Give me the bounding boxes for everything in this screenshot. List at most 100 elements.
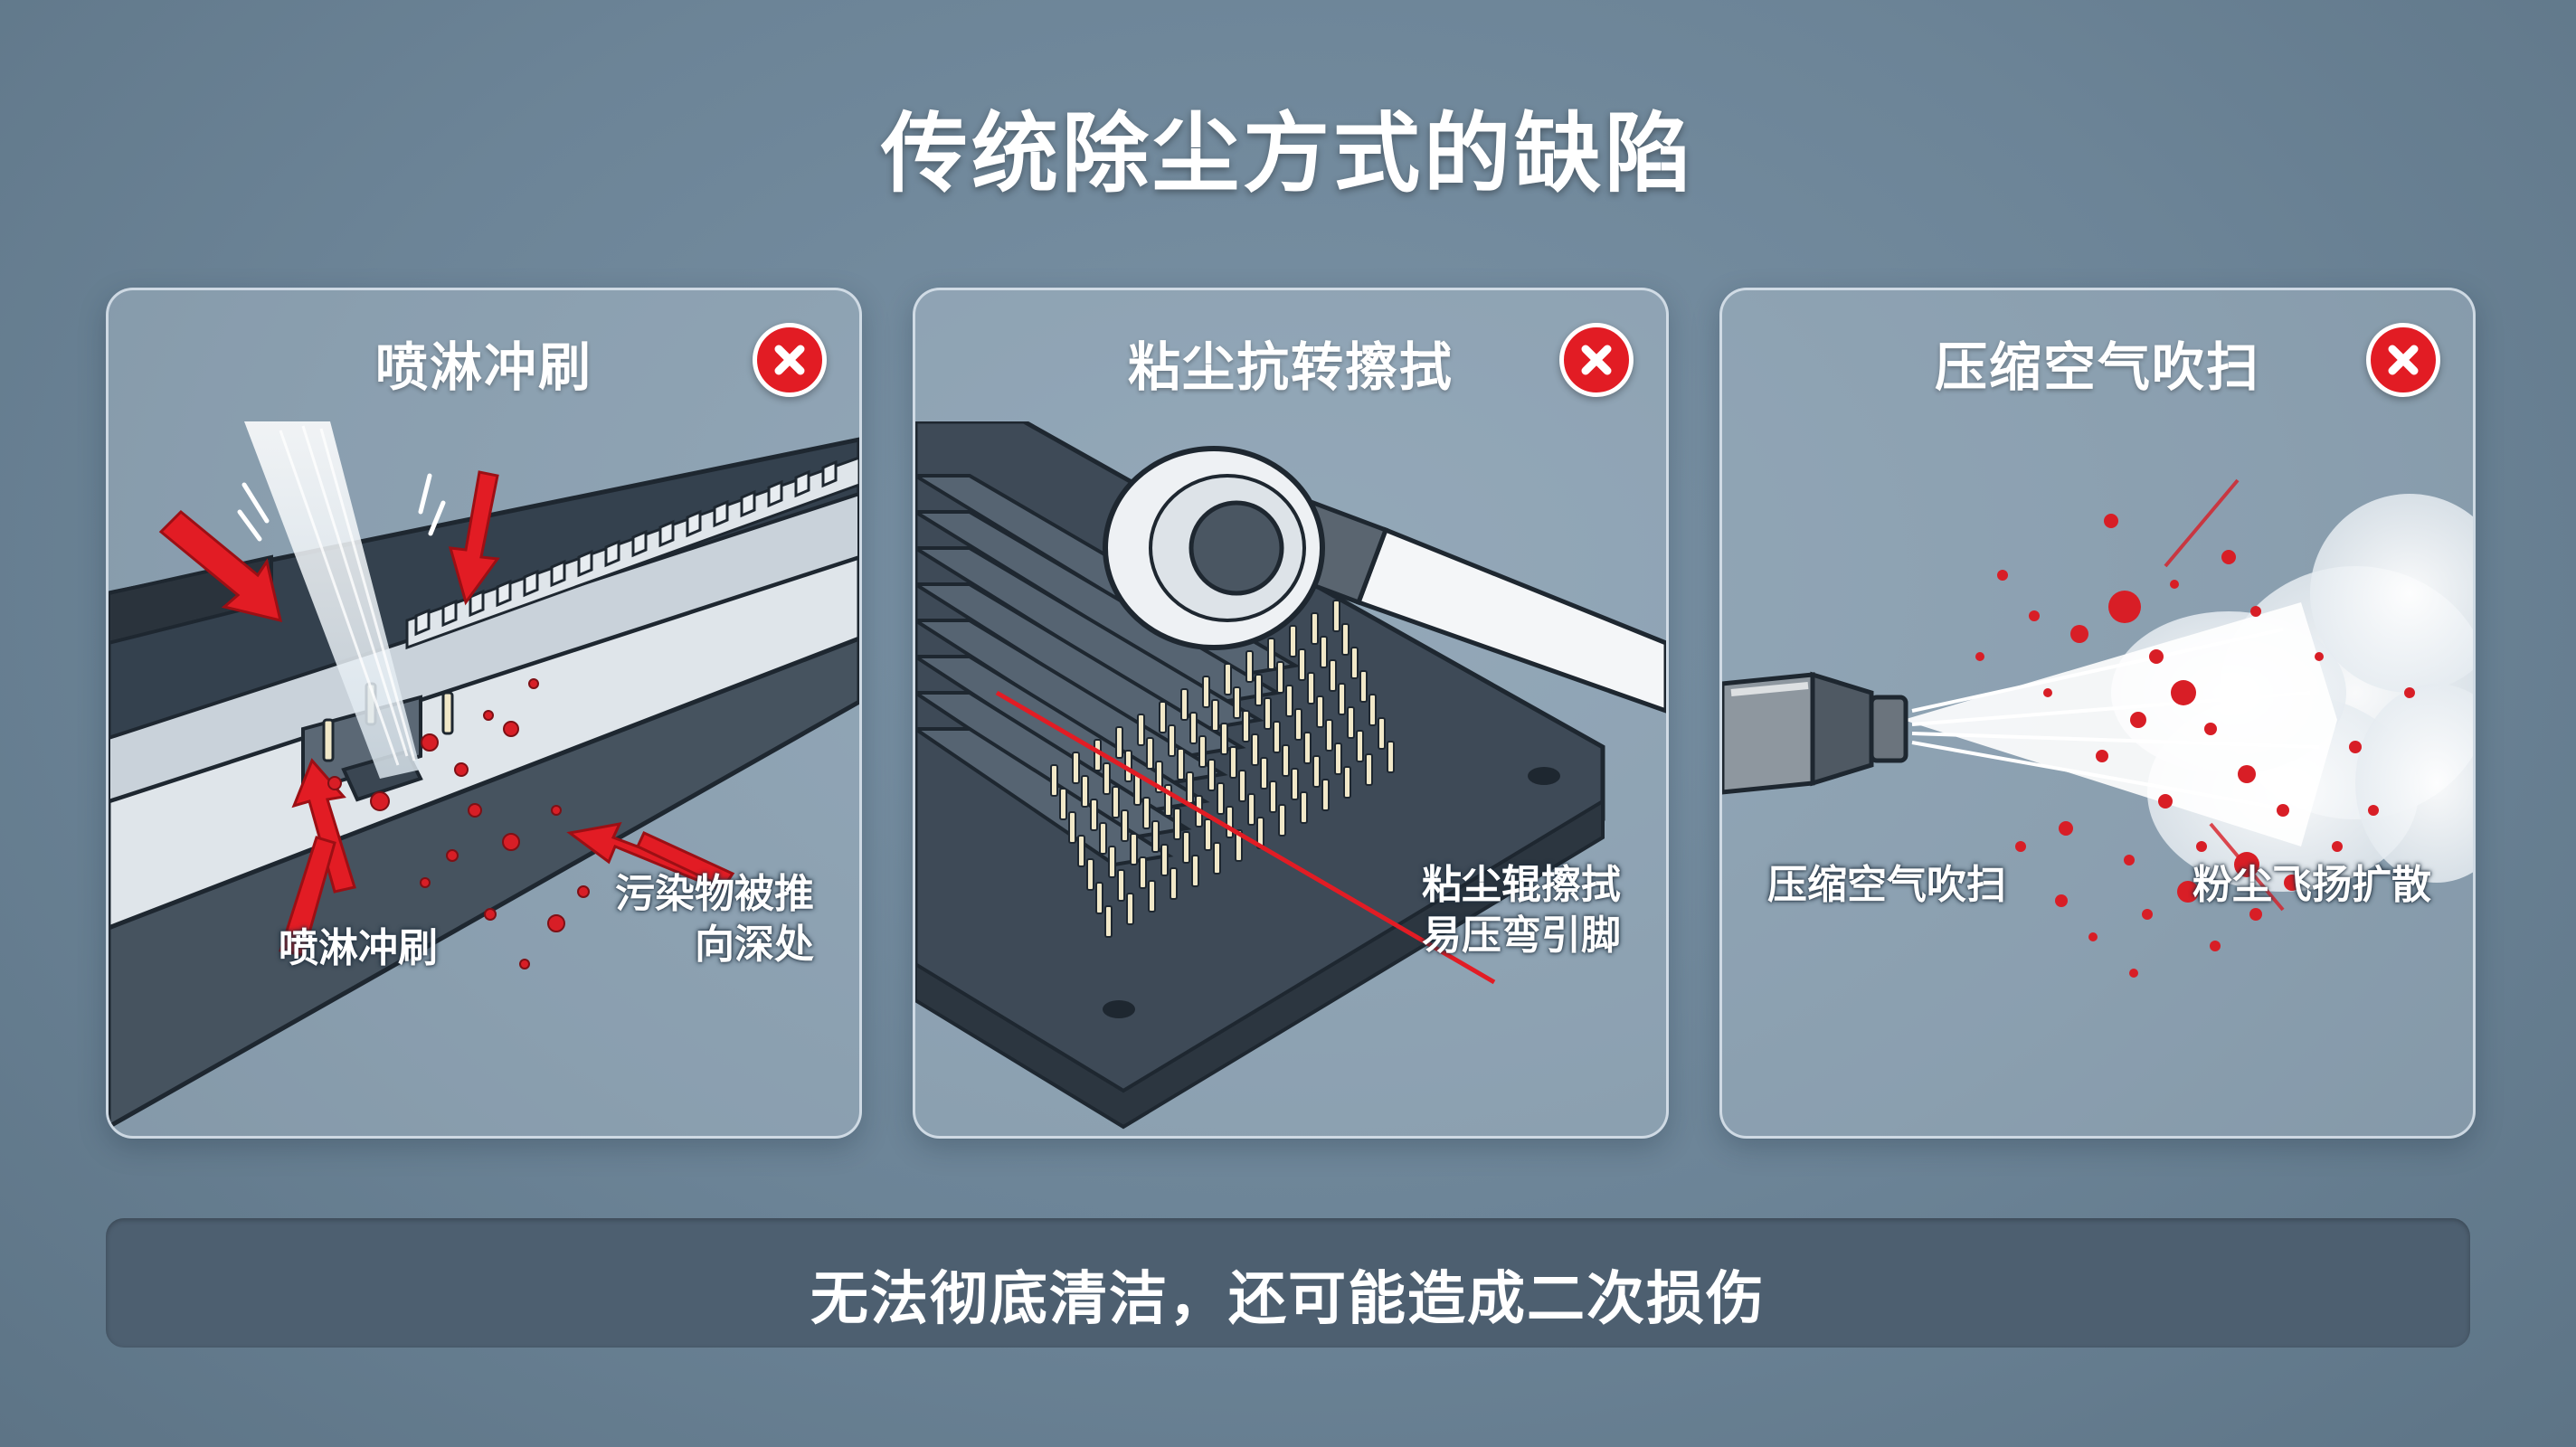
- rail-teeth: [405, 456, 859, 650]
- pin: [1278, 804, 1286, 837]
- pin: [1273, 721, 1281, 753]
- pin: [1148, 880, 1156, 913]
- pin: [1291, 768, 1299, 800]
- conclusion-text: 无法彻底清洁，还可能造成二次损伤: [810, 1266, 1766, 1333]
- pin: [1173, 808, 1181, 840]
- pin: [1245, 650, 1254, 683]
- pin: [1343, 766, 1351, 799]
- pin: [1289, 625, 1297, 657]
- pin: [1341, 623, 1350, 656]
- pin: [1090, 799, 1098, 831]
- pin: [1146, 737, 1154, 770]
- pin: [1108, 846, 1116, 878]
- pin: [1059, 788, 1067, 820]
- pin: [1350, 647, 1359, 679]
- caption-dust-spreads: 粉尘飞扬扩散: [2192, 862, 2431, 908]
- panel-header: 粘尘抗转擦拭: [915, 290, 1666, 421]
- panel-spray-rinse: 喷淋冲刷: [106, 288, 862, 1139]
- damage-line: [995, 690, 1496, 985]
- pin: [1137, 714, 1145, 746]
- dust-particles: [1975, 514, 2415, 978]
- pin: [1117, 869, 1125, 902]
- pin: [1264, 697, 1272, 730]
- pin: [1368, 694, 1377, 726]
- pin: [1378, 717, 1386, 750]
- pin: [1099, 822, 1107, 855]
- x-mark-icon: [2366, 323, 2440, 397]
- pin: [1365, 753, 1373, 786]
- arrow-stems: [279, 831, 735, 957]
- pin: [1334, 742, 1342, 775]
- pin: [1356, 730, 1364, 762]
- pin: [1312, 755, 1321, 788]
- red-arrow-icon: [158, 470, 716, 894]
- pin: [1325, 719, 1333, 752]
- caption-spray: 喷淋冲刷: [279, 925, 438, 971]
- pin: [1182, 831, 1190, 864]
- air-stream: [1903, 602, 2337, 846]
- conclusion-bar: 无法彻底清洁，还可能造成二次损伤: [106, 1218, 2470, 1348]
- pin: [1220, 723, 1228, 755]
- pin: [1189, 712, 1198, 744]
- caption-line: 易压弯引脚: [1422, 913, 1621, 959]
- pin: [1347, 706, 1355, 739]
- pin: [1202, 676, 1210, 708]
- pin: [1235, 829, 1243, 862]
- panel-compressed-air: 压缩空气吹扫: [1719, 288, 2476, 1139]
- pin: [1198, 735, 1207, 768]
- pin: [1112, 786, 1120, 818]
- pin: [1191, 855, 1199, 887]
- pin: [1247, 793, 1255, 826]
- pin: [1285, 685, 1293, 717]
- caption-line: 污染物被推: [615, 871, 814, 917]
- pin: [1238, 770, 1246, 802]
- pin: [1208, 759, 1216, 791]
- caption-line: 粘尘辊擦拭: [1422, 862, 1621, 908]
- compressed-air-illustration: [1722, 421, 2473, 1136]
- x-mark-icon: [753, 323, 827, 397]
- pin: [1142, 797, 1151, 829]
- pin: [1159, 701, 1167, 733]
- pin: [1260, 757, 1268, 790]
- pin: [1077, 835, 1085, 867]
- pin: [1311, 612, 1319, 645]
- pin: [1338, 683, 1346, 715]
- pin: [1139, 856, 1147, 889]
- pin: [1068, 811, 1076, 844]
- panel-title: 粘尘抗转擦拭: [1127, 336, 1454, 398]
- pin: [1211, 699, 1219, 732]
- caption-pushed-deeper: 污染物被推 向深处: [615, 869, 814, 970]
- pin: [1130, 833, 1138, 865]
- pin: [1332, 600, 1340, 632]
- pin: [1086, 858, 1094, 891]
- pin-grid: [1050, 600, 1395, 938]
- page-title: 传统除尘方式的缺陷: [881, 103, 1695, 204]
- pin: [1269, 780, 1277, 813]
- pin: [1321, 779, 1330, 811]
- spray-rinse-illustration: [109, 421, 859, 1136]
- pin: [1170, 867, 1178, 900]
- pin: [1267, 638, 1275, 670]
- pin: [1133, 773, 1141, 806]
- pin: [1072, 752, 1080, 784]
- pin: [1229, 746, 1237, 779]
- pin: [1282, 744, 1290, 777]
- pin: [1186, 771, 1194, 804]
- pin: [1298, 648, 1306, 681]
- panel-title: 喷淋冲刷: [374, 336, 592, 398]
- caption-compressed-air: 压缩空气吹扫: [1767, 862, 2006, 908]
- pin: [1168, 724, 1176, 757]
- caption-line: 向深处: [695, 922, 814, 968]
- x-mark-icon: [1559, 323, 1634, 397]
- pin: [1121, 809, 1129, 842]
- pin: [1307, 672, 1315, 705]
- pin: [1329, 659, 1337, 692]
- sticky-roller-illustration: [915, 421, 1666, 1136]
- pin: [1213, 842, 1221, 875]
- panel-title: 压缩空气吹扫: [1934, 336, 2260, 398]
- pin: [1095, 882, 1103, 914]
- panel-header: 喷淋冲刷: [109, 290, 859, 421]
- pin: [1204, 818, 1212, 851]
- pin: [1217, 782, 1225, 815]
